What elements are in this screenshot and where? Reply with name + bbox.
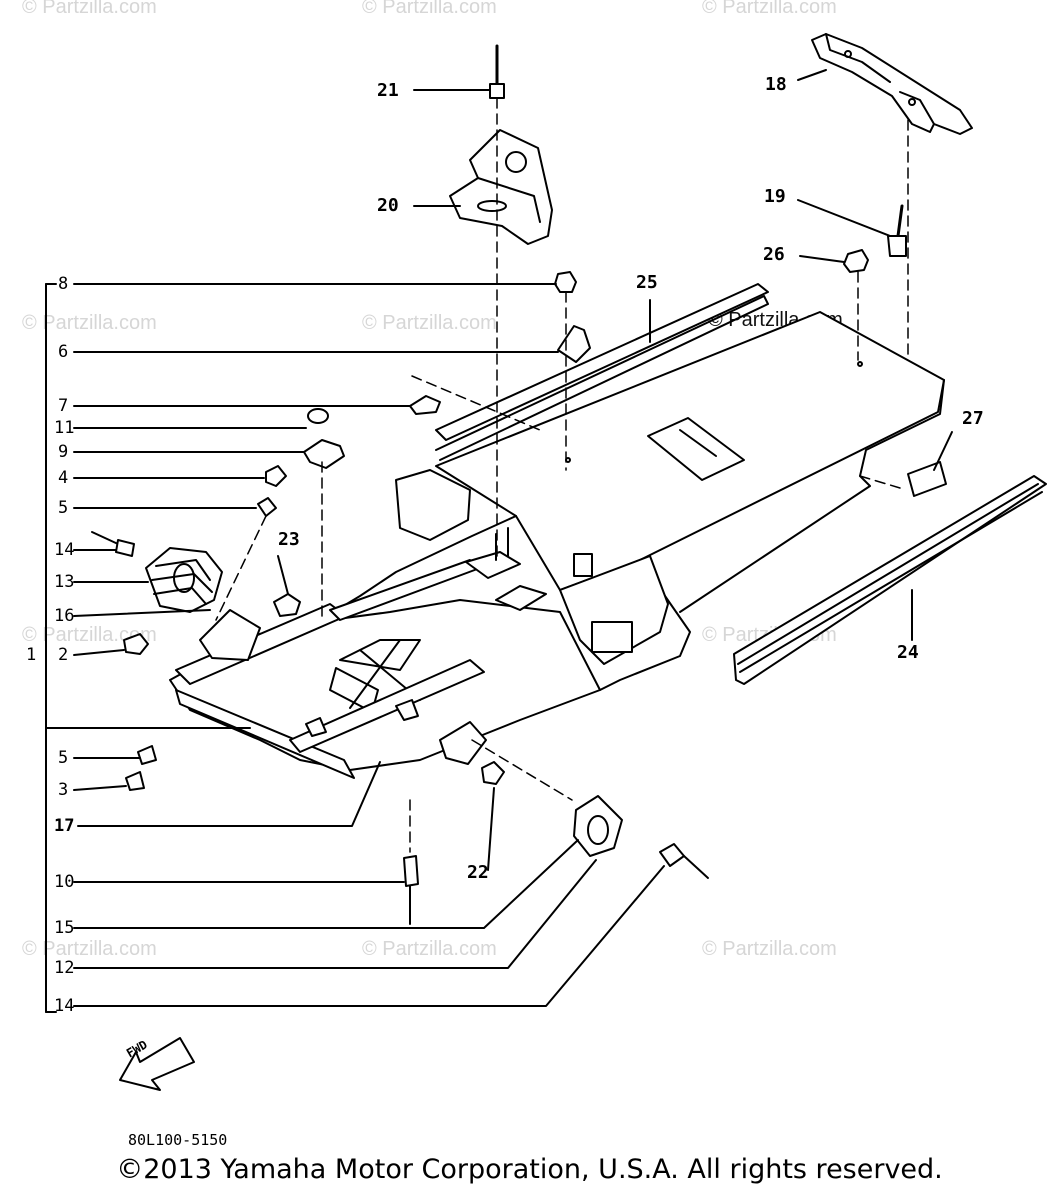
part-23-clip (273, 593, 301, 617)
part-3-bushing (125, 771, 145, 791)
callout-22: 22 (467, 862, 489, 883)
label-13: 13 (54, 572, 75, 592)
label-4: 4 (58, 468, 69, 488)
diagram-code: 80L100-5150 (128, 1131, 228, 1149)
watermark: © Partzilla.com (702, 938, 837, 960)
callout-23: 23 (278, 529, 300, 550)
callout-24: 24 (897, 642, 919, 663)
part-15-mount (573, 795, 623, 857)
part-19-bolt (887, 204, 907, 257)
fwd-arrow (119, 1037, 195, 1091)
callout-20: 20 (377, 195, 399, 216)
watermark: © Partzilla.com (702, 0, 837, 18)
part-4-bushing (265, 465, 287, 487)
callout-26: 26 (763, 244, 785, 265)
callout-21: 21 (377, 80, 399, 101)
label-14: 14 (54, 540, 75, 560)
part-13-damper (145, 547, 223, 613)
label-5b: 5 (58, 748, 69, 768)
watermark: © Partzilla.com (362, 312, 497, 334)
part-7-clip (409, 395, 441, 415)
label-10: 10 (54, 872, 75, 892)
label-9: 9 (58, 442, 69, 462)
label-2: 2 (58, 645, 69, 665)
part-22-clip (481, 761, 505, 785)
label-16: 16 (54, 606, 75, 626)
label-11: 11 (54, 418, 75, 438)
left-bracket (45, 283, 57, 1013)
main-frame-body (169, 311, 945, 779)
label-6: 6 (58, 342, 69, 362)
part-2-cap (123, 633, 149, 655)
callout-27: 27 (962, 408, 984, 429)
part-20-bracket (449, 129, 553, 245)
part-14-pin-bottom (659, 843, 709, 879)
label-5: 5 (58, 498, 69, 518)
part-5-bushing (257, 497, 277, 517)
watermark: © Partzilla.com (362, 0, 497, 18)
callout-25: 25 (636, 272, 658, 293)
part-14-pin-top (91, 531, 135, 557)
part-10-pin (403, 855, 419, 925)
watermark: © Partzilla.com (22, 938, 157, 960)
label-3: 3 (58, 780, 69, 800)
part-21-bolt (489, 44, 505, 99)
label-1: 1 (26, 645, 37, 665)
watermark: © Partzilla.com (22, 312, 157, 334)
callout-19: 19 (764, 186, 786, 207)
label-12: 12 (54, 958, 75, 978)
label-15: 15 (54, 918, 75, 938)
label-7: 7 (58, 396, 69, 416)
part-24-slide (733, 475, 1047, 685)
part-6-bracket (557, 325, 591, 363)
label-8: 8 (58, 274, 69, 294)
watermark: © Partzilla.com (362, 938, 497, 960)
part-26-nut (843, 249, 869, 273)
label-17: 17 (54, 816, 75, 836)
label-14b: 14 (54, 996, 75, 1016)
part-8-nut (554, 271, 577, 293)
watermark: © Partzilla.com (22, 0, 157, 18)
part-27-decal (907, 461, 947, 497)
callout-18: 18 (765, 74, 787, 95)
part-5b-bushing (137, 745, 157, 765)
copyright-notice: ©2013 Yamaha Motor Corporation, U.S.A. A… (116, 1154, 943, 1185)
part-9-mount (303, 439, 345, 469)
part-18-rear-bracket (811, 33, 973, 135)
part-11-grommet (307, 408, 329, 424)
